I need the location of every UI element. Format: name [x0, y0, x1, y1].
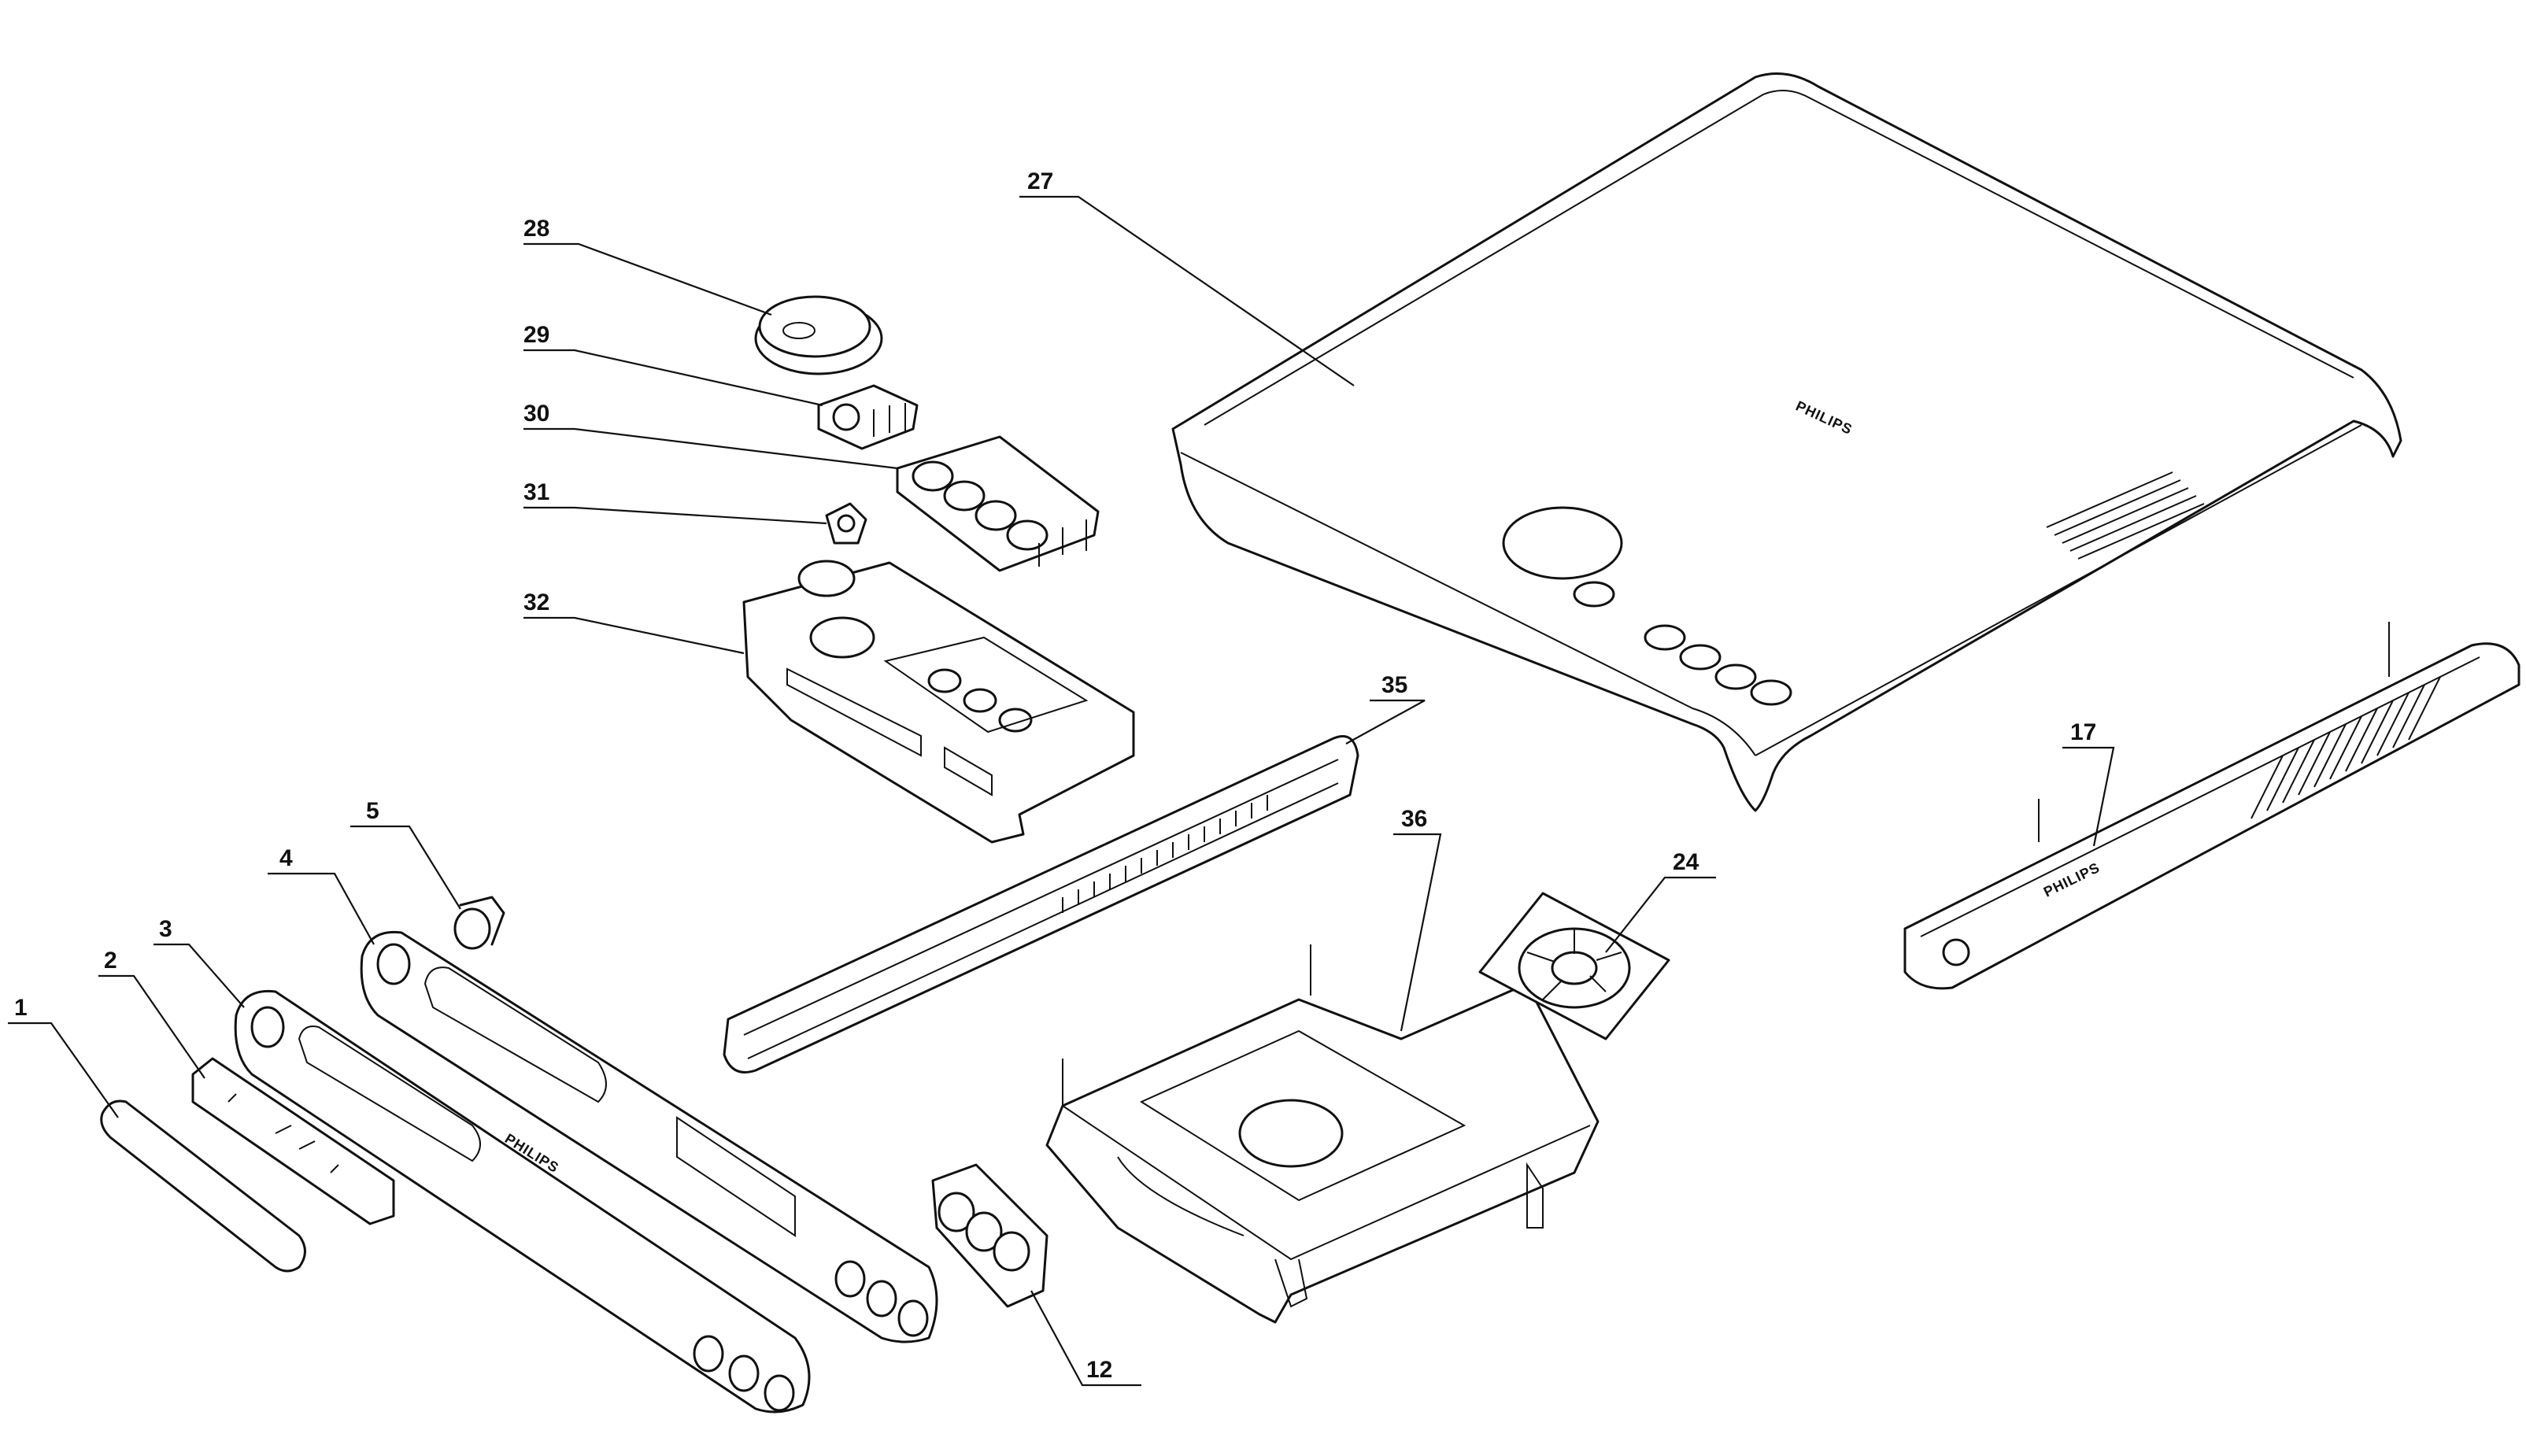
callout-1: 1 — [14, 995, 28, 1021]
side-panel-vent-slots — [2250, 676, 2441, 819]
part-4-front-panel: PHILIPS — [360, 930, 938, 1343]
callout-24: 24 — [1673, 849, 1699, 875]
top-cover-vent-slots — [2046, 471, 2205, 560]
callout-5: 5 — [366, 798, 379, 824]
part-29-switch-bracket — [817, 384, 919, 450]
callout-27: 27 — [1027, 168, 1053, 194]
part-27-top-cover: PHILIPS — [1171, 72, 2402, 812]
callout-29: 29 — [523, 322, 549, 348]
part-30-button-strip — [896, 435, 1100, 572]
callout-labels: 1 2 3 4 5 12 17 24 27 28 29 30 31 32 35 … — [14, 168, 2096, 1383]
part-32-front-bracket — [742, 560, 1135, 844]
part-28-knob — [754, 295, 883, 375]
part-35-inner-frame — [723, 735, 1359, 1074]
part-17-side-panel: PHILIPS — [1903, 622, 2520, 990]
callout-2: 2 — [104, 948, 117, 974]
leader-lines — [8, 195, 2115, 1387]
callout-4: 4 — [279, 845, 293, 871]
callout-17: 17 — [2070, 719, 2096, 745]
part-2-display-lens — [191, 1057, 395, 1225]
part-24-fan — [1478, 892, 1670, 1040]
part-36-disc-mechanism — [1045, 944, 1600, 1324]
part-3-window-bar — [234, 989, 811, 1414]
inner-frame-ribs — [1062, 795, 1268, 913]
callout-12: 12 — [1086, 1357, 1112, 1383]
callout-36: 36 — [1401, 806, 1427, 832]
part-12-button-module — [931, 1163, 1048, 1308]
callout-3: 3 — [159, 916, 172, 942]
callout-32: 32 — [523, 589, 549, 615]
callout-28: 28 — [523, 216, 549, 242]
part-1-cover-strip — [100, 1099, 306, 1273]
callout-31: 31 — [523, 479, 549, 505]
callout-30: 30 — [523, 401, 549, 427]
part-31-small-switch — [825, 502, 867, 545]
callout-35: 35 — [1381, 672, 1407, 698]
part-5-clip — [453, 896, 505, 950]
